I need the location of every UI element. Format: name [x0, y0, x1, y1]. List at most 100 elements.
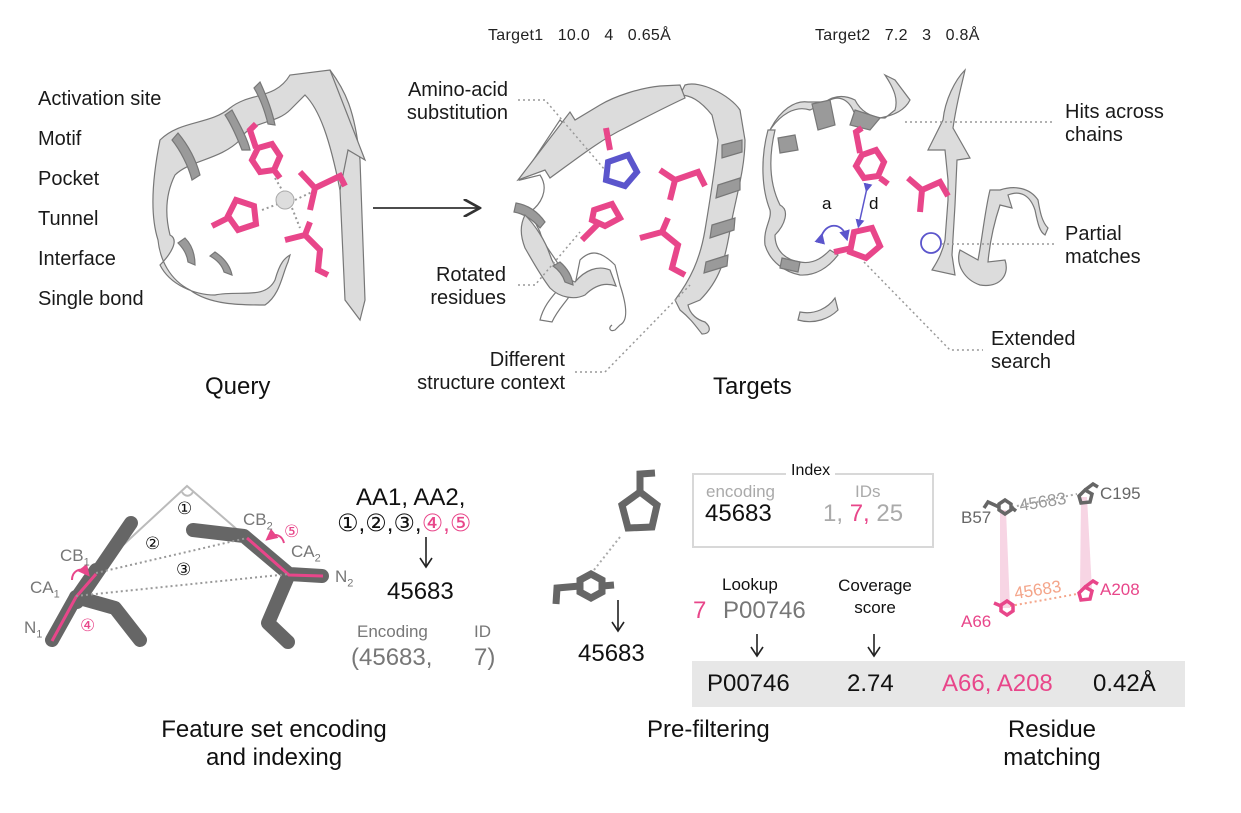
encoding-label: Encoding [357, 622, 428, 641]
result-rmsd: 0.42Å [1093, 670, 1156, 697]
annotation-context: Different structure context [400, 349, 565, 395]
result-row [692, 661, 1185, 707]
formula-pink-part: ④,⑤ [421, 510, 472, 537]
coverage-label-line1: Coverage [838, 576, 912, 595]
atom-ca2: CA2 [291, 542, 321, 565]
target2-header: Target2 7.2 3 0.8Å [815, 27, 980, 45]
target1-residues [579, 127, 708, 278]
target1-count: 4 [604, 27, 614, 44]
annotation-substitution: Amino-acid substitution [388, 79, 508, 125]
query-protein-ribbon [152, 69, 367, 322]
substituted-residue [602, 151, 641, 190]
feature-pocket: Pocket [38, 168, 100, 190]
annotation-partial: Partial matches [1065, 223, 1141, 269]
target1-protein-ribbon [513, 83, 746, 335]
annotation-substitution-line2: substitution [406, 102, 508, 124]
index-id-7: 7, [849, 500, 870, 527]
annotation-extended-line2: search [991, 351, 1052, 373]
target2-callout-lines [863, 121, 1055, 351]
distance-arrow [855, 182, 873, 229]
target-residue-a66: A66 [961, 612, 992, 631]
atom-cb2: CB2 [243, 510, 273, 533]
index-encoding-value: 45683 [705, 500, 772, 527]
index-encoding-label: encoding [706, 482, 776, 501]
encoding-formula-line2: ①,②,③,④,⑤ [337, 509, 471, 538]
target2-name: Target2 [815, 27, 871, 44]
annotation-hits: Hits across chains [1065, 101, 1164, 147]
feature-mark-3: ③ [176, 560, 192, 579]
matching-title-line2: matching [1003, 744, 1101, 771]
index-id-25: 25 [876, 500, 904, 527]
result-protein: P00746 [707, 670, 790, 697]
index-id-1: 1, [823, 500, 844, 527]
annotation-extended: Extended search [991, 328, 1076, 374]
annotation-context-line1: Different [489, 349, 565, 371]
angle-arrow [814, 224, 850, 245]
prefilter-code: 45683 [578, 640, 645, 667]
atom-ca1: CA1 [30, 578, 60, 601]
query-residues [210, 121, 348, 278]
annotation-hits-line2: chains [1065, 124, 1123, 146]
feature-activation-site: Activation site [38, 88, 162, 110]
matching-title-line1: Residue [1007, 716, 1097, 743]
target-pair-line [1009, 593, 1078, 607]
target1-name: Target1 [488, 27, 544, 44]
encoding-residue-1-backbone [45, 516, 147, 647]
annotation-rotated-line2: residues [430, 287, 506, 309]
id-label: ID [474, 622, 491, 641]
query-center-point [275, 190, 295, 210]
feature-motif: Motif [38, 128, 82, 150]
coverage-label: Coverage score [826, 575, 924, 619]
encoding-title-line2: and indexing [205, 744, 343, 771]
target1-header: Target1 10.0 4 0.65Å [488, 27, 671, 45]
target2-protein-ribbon [762, 68, 1049, 323]
prefilter-distance-line [593, 536, 621, 571]
lookup-id: 7 [693, 597, 707, 624]
annotation-hits-line1: Hits across [1065, 101, 1164, 123]
tuple-id: 7) [474, 644, 496, 671]
coverage-label-line2: score [854, 598, 896, 617]
annotation-rotated-line1: Rotated [435, 264, 506, 286]
angle-label: a [822, 194, 832, 213]
annotation-extended-line1: Extended [991, 328, 1076, 350]
lookup-label: Lookup [722, 575, 778, 594]
encoding-title: Feature set encoding and indexing [124, 716, 424, 772]
result-residues: A66, A208 [942, 670, 1053, 697]
atom-n2: N2 [335, 567, 354, 590]
result-coverage: 2.74 [847, 670, 894, 697]
targets-title: Targets [713, 373, 792, 400]
feature-mark-5: ⑤ [284, 522, 300, 541]
atom-n1: N1 [24, 618, 43, 641]
encoding-distance-lines [75, 537, 290, 597]
lookup-value: P00746 [723, 597, 806, 624]
encoding-residue-1-highlight [50, 573, 98, 642]
feature-mark-4: ④ [80, 616, 96, 635]
target1-callout-lines [518, 99, 691, 373]
query-title: Query [205, 373, 271, 400]
tuple-encoding: (45683, [351, 644, 433, 671]
formula-black-part: ①,②,③, [337, 510, 422, 537]
target2-residues [833, 125, 951, 262]
target-residue-a208: A208 [1100, 580, 1140, 599]
distance-label: d [869, 194, 879, 213]
index-ids: 1, 7, 25 [823, 500, 903, 528]
matching-title: Residue matching [992, 716, 1112, 772]
feature-single-bond: Single bond [38, 288, 144, 310]
encoding-residue-2-highlight [246, 536, 324, 578]
prefilter-residue-pair [552, 469, 661, 605]
target2-score: 7.2 [884, 27, 908, 44]
torsion-arrow-2 [265, 528, 285, 544]
annotation-substitution-line1: Amino-acid [407, 79, 508, 101]
match-band-2 [1080, 497, 1092, 590]
annotation-context-line2: structure context [417, 372, 565, 394]
atom-cb1: CB1 [60, 546, 90, 569]
partial-match-circle [920, 232, 942, 254]
index-title: Index [786, 462, 836, 480]
target1-rmsd: 0.65Å [627, 27, 672, 44]
target2-rmsd: 0.8Å [945, 27, 980, 44]
prefilter-title: Pre-filtering [647, 716, 770, 743]
feature-interface: Interface [38, 248, 116, 270]
target1-score: 10.0 [557, 27, 591, 44]
matching-query-residues [982, 481, 1099, 517]
